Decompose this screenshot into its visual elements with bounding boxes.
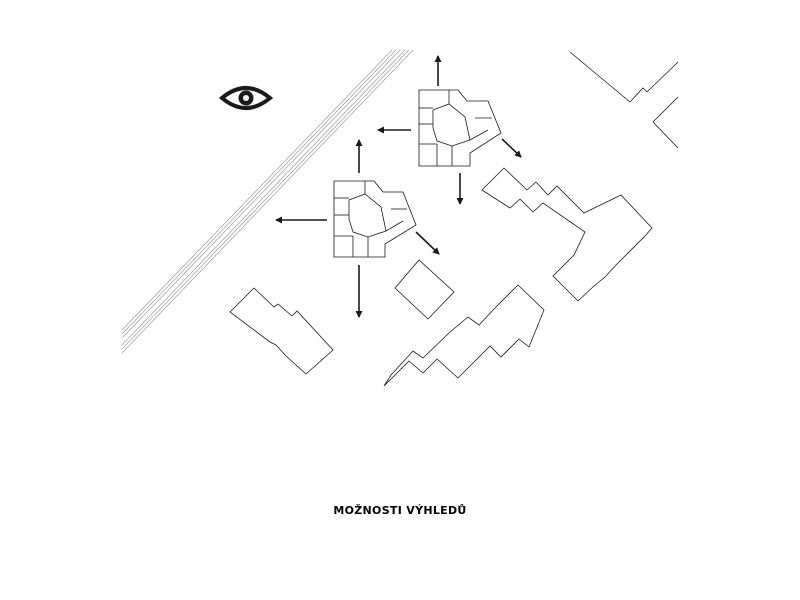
view-arrows	[275, 55, 522, 318]
building-west	[229, 287, 334, 375]
view-arrow-southeast-2	[415, 231, 440, 255]
building-right-edge	[652, 96, 679, 149]
existing-buildings	[229, 51, 679, 387]
view-arrow-southeast-1	[501, 138, 522, 158]
eye-icon	[218, 86, 274, 110]
railway-tracks	[121, 49, 414, 354]
proposed-building-south	[333, 180, 417, 258]
building-small-center	[394, 259, 455, 320]
building-top-right	[569, 51, 679, 103]
proposed-building-north	[418, 89, 502, 167]
building-long-east	[481, 167, 653, 302]
building-long-south	[383, 284, 545, 387]
diagram-caption: MOŽNOSTI VÝHLEDŮ	[333, 504, 467, 517]
